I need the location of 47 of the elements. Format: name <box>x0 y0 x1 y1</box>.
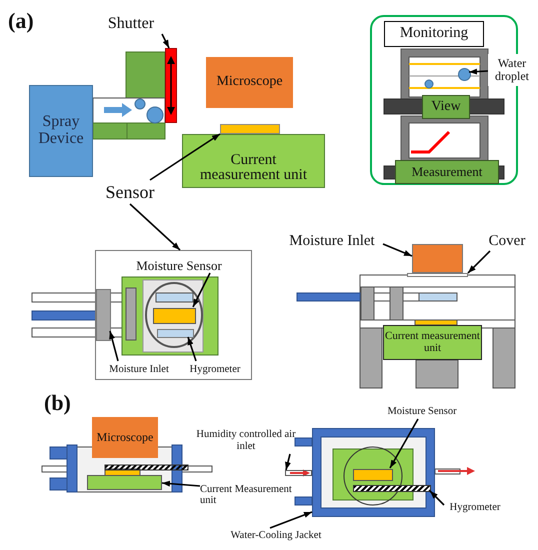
leader-line <box>468 68 488 75</box>
sensor-strip <box>353 469 393 481</box>
leader-line <box>467 250 491 274</box>
microscope-box: Microscope <box>92 417 158 458</box>
leader-line <box>382 243 412 257</box>
leader-line <box>162 480 200 487</box>
panel-label: (b) <box>44 390 71 416</box>
detail-frame <box>95 250 252 380</box>
callout-label: Moisture Inlet <box>100 362 178 377</box>
panel-label: (a) <box>8 8 34 34</box>
inlet-block <box>412 244 463 273</box>
leader-line <box>161 34 170 48</box>
leader-line <box>285 454 291 470</box>
sensor-strip <box>220 124 280 134</box>
hygrometer-strip <box>157 329 194 338</box>
callout-label: Cover <box>483 232 531 251</box>
callout-label: Current Measurement unit <box>200 482 304 508</box>
microscope-box: Microscope <box>206 57 293 108</box>
measurement-box: Measurement <box>395 160 499 184</box>
leader-line <box>389 418 419 468</box>
measurement-unit-box: Current measurement unit <box>182 134 325 188</box>
callout-label: Water-Cooling Jacket <box>220 528 332 544</box>
callout-label: Moisture Sensor <box>380 404 464 419</box>
callout-label: Shutter <box>100 14 162 34</box>
heading-box: Monitoring <box>384 21 484 47</box>
leader-line <box>150 133 220 181</box>
measurement-unit-block <box>87 475 162 490</box>
hygrometer-bar <box>353 485 431 492</box>
callout-label: Hygrometer <box>182 362 248 377</box>
inlet-block <box>96 289 111 341</box>
callout-label: Hygrometer <box>444 500 506 515</box>
leader-line <box>187 336 197 362</box>
cover-plate <box>407 273 468 277</box>
inlet-tube <box>285 470 312 476</box>
callout-label: Humidity controlled air inlet <box>188 427 304 454</box>
callout-label: Sensor <box>100 180 160 204</box>
view-box: View <box>422 95 470 119</box>
measurement-unit-box: Current measurement unit <box>383 325 482 360</box>
leader-line <box>109 330 119 362</box>
sensor-strip <box>153 308 196 324</box>
leader-line <box>129 203 181 251</box>
leader-line <box>429 490 445 506</box>
callout-label: Moisture Sensor <box>127 257 231 274</box>
leader-line <box>270 511 312 529</box>
spray-device-box: Spray Device <box>29 85 93 177</box>
callout-label: Moisture Inlet <box>281 232 383 251</box>
cooling-jacket <box>312 428 435 517</box>
